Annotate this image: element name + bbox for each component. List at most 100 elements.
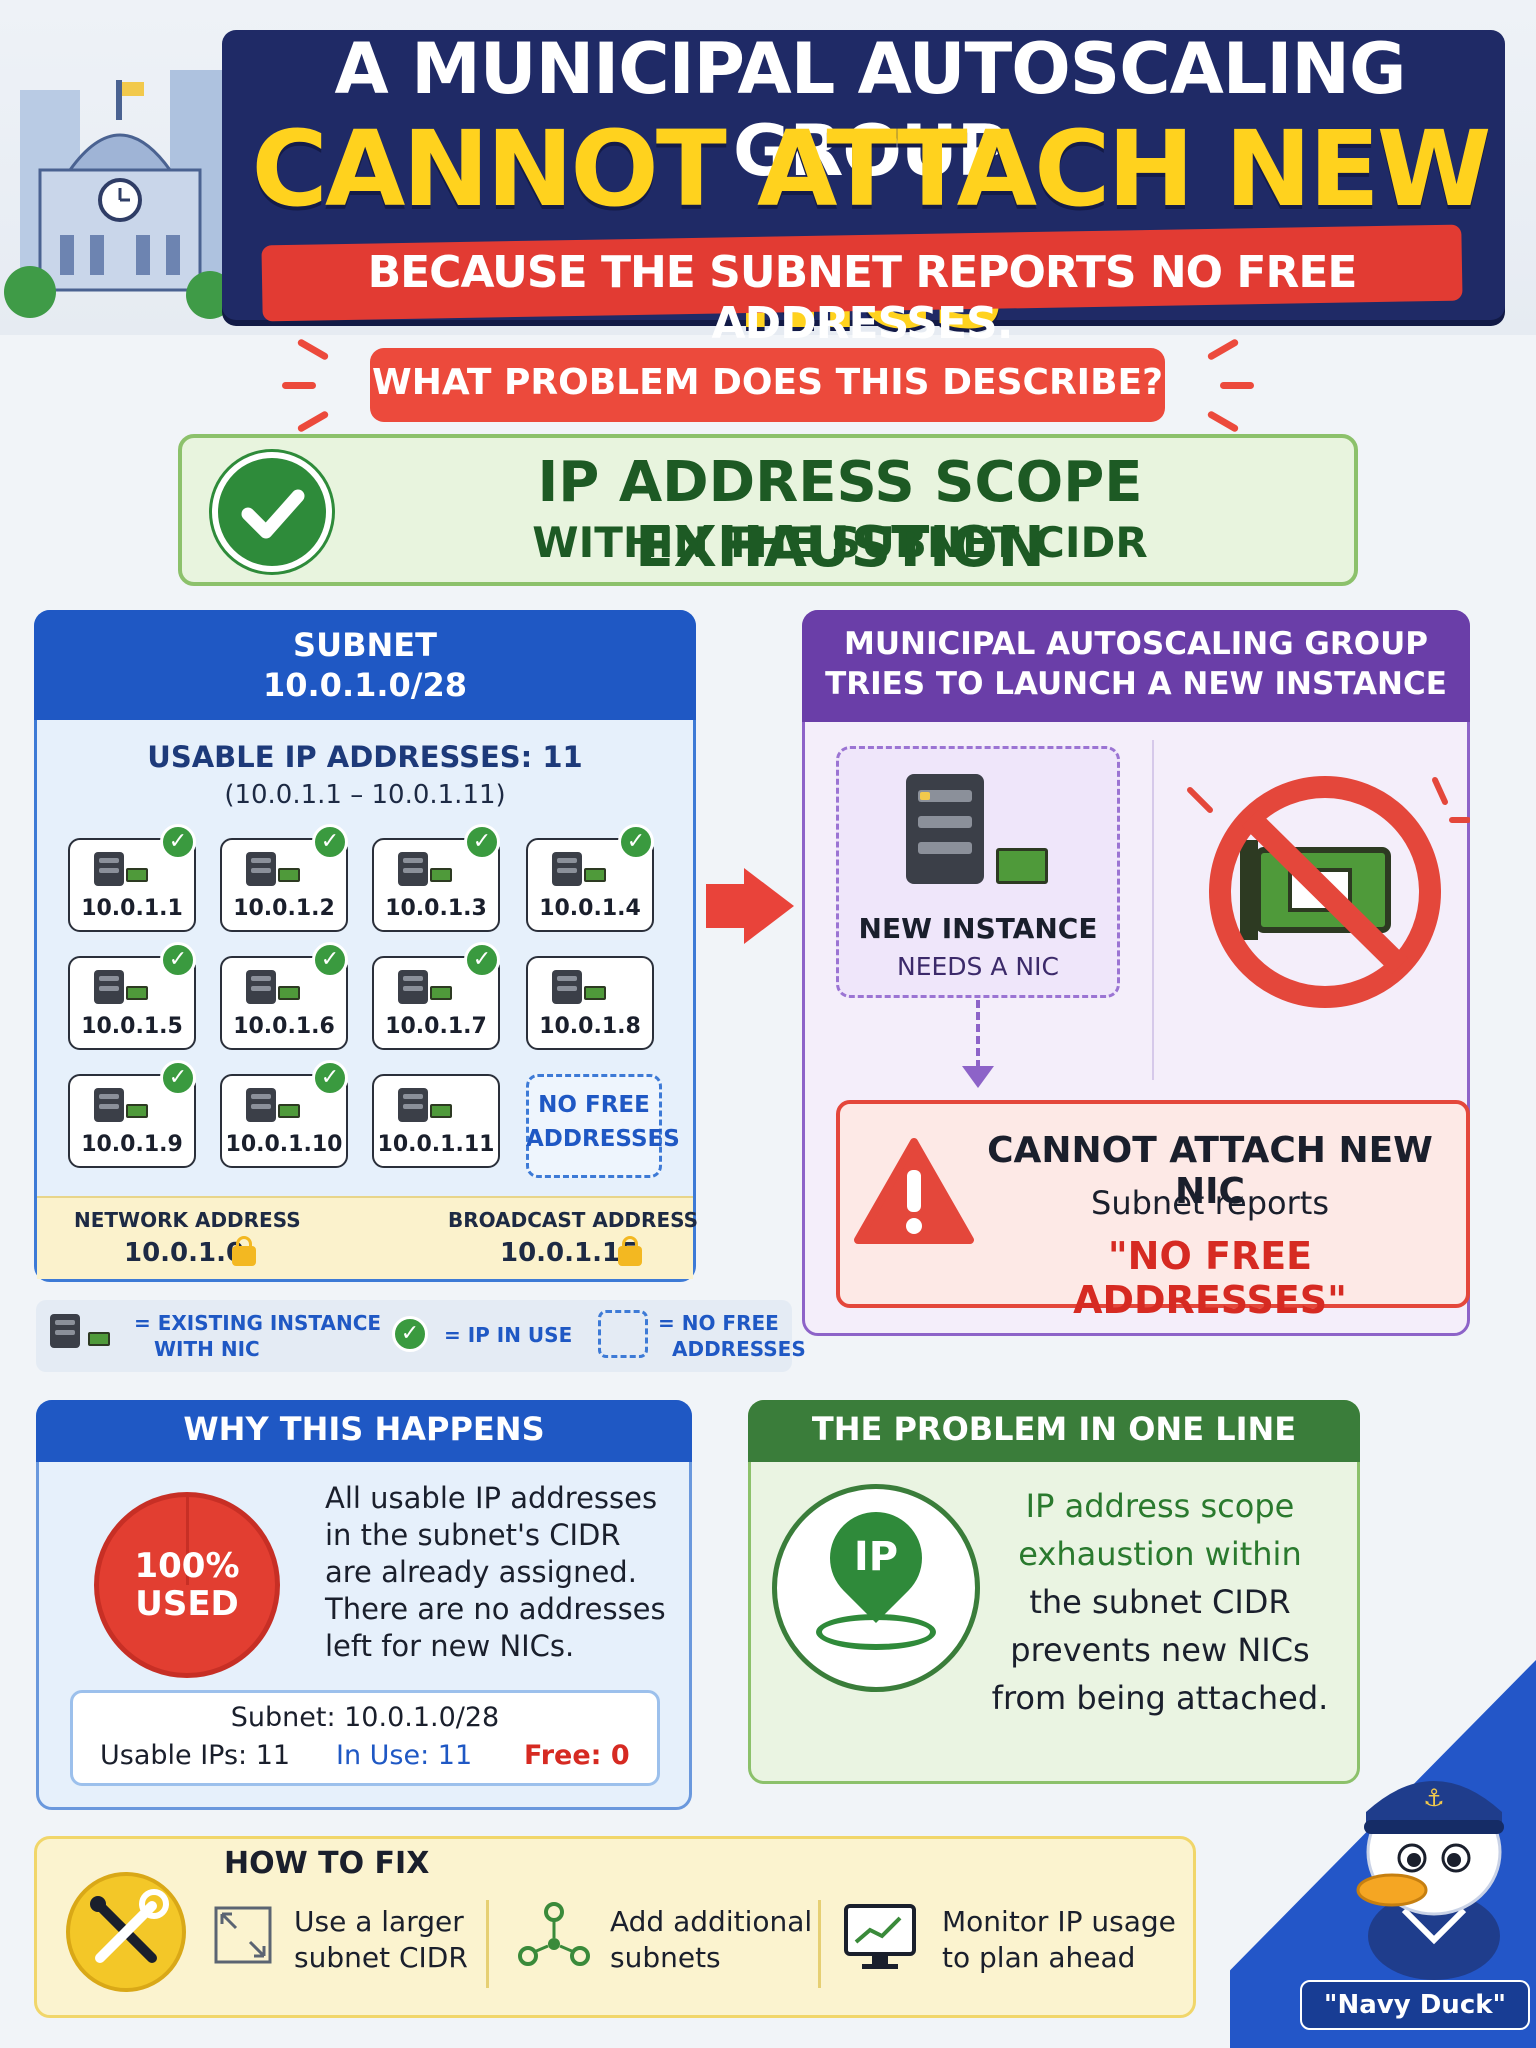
fix-item-add-subnets: Add additional subnets bbox=[610, 1904, 812, 1976]
ip-card bbox=[372, 1074, 500, 1168]
ip-card bbox=[372, 838, 500, 932]
burst-mark bbox=[296, 409, 330, 434]
legend-no-free-line1: = NO FREE bbox=[658, 1311, 779, 1335]
mascot-name-tag bbox=[1300, 1980, 1530, 2030]
nic-icon bbox=[278, 986, 300, 1000]
server-icon bbox=[94, 1088, 124, 1122]
server-icon bbox=[246, 970, 276, 1004]
lock-icon bbox=[618, 1236, 642, 1266]
fix-item-line: Use a larger bbox=[294, 1905, 464, 1938]
stat-subnet: Subnet: 10.0.1.0/28 bbox=[230, 1702, 500, 1733]
legend-instance-line1: = EXISTING INSTANCE bbox=[134, 1311, 382, 1335]
nic-icon bbox=[430, 868, 452, 882]
why-heading: WHY THIS HAPPENS bbox=[183, 1410, 545, 1448]
legend-no-free-line2: ADDRESSES bbox=[672, 1337, 806, 1361]
broadcast-address-value: 10.0.1.15 bbox=[500, 1238, 639, 1268]
new-instance-label: NEW INSTANCE bbox=[858, 912, 1098, 945]
nic-icon bbox=[278, 868, 300, 882]
why-text-line: There are no addresses bbox=[325, 1592, 666, 1626]
check-icon: ✓ bbox=[618, 824, 654, 860]
no-free-line1: NO FREE bbox=[538, 1092, 650, 1118]
dashed-arrow bbox=[976, 1000, 980, 1068]
question-pill bbox=[370, 348, 1165, 422]
warning-icon bbox=[854, 1138, 974, 1244]
ip-address-label: 10.0.1.9 bbox=[81, 1132, 183, 1157]
pin-label: IP bbox=[853, 1534, 899, 1580]
server-icon bbox=[50, 1314, 80, 1348]
one-line-text-line: from being attached. bbox=[991, 1679, 1329, 1717]
usage-label: USED bbox=[135, 1584, 239, 1624]
ip-address-label: 10.0.1.7 bbox=[385, 1014, 487, 1039]
server-icon bbox=[552, 852, 582, 886]
one-line-text: IP address scope exhaustion within the s… bbox=[990, 1482, 1330, 1722]
stat-free: Free: 0 bbox=[524, 1740, 630, 1771]
legend-in-use: = IP IN USE bbox=[444, 1323, 573, 1347]
network-nodes-icon bbox=[518, 1902, 590, 1966]
nic-icon bbox=[584, 986, 606, 1000]
one-line-text-line: the subnet CIDR bbox=[1029, 1583, 1291, 1621]
nic-icon bbox=[430, 1104, 452, 1118]
fix-item-monitor: Monitor IP usage to plan ahead bbox=[942, 1904, 1176, 1976]
arrow-right-icon-head bbox=[744, 868, 794, 944]
burst-mark bbox=[1220, 382, 1254, 389]
server-icon bbox=[398, 970, 428, 1004]
server-icon bbox=[906, 774, 984, 884]
question-text: WHAT PROBLEM DOES THIS DESCRIBE? bbox=[372, 362, 1163, 403]
network-address-label: NETWORK ADDRESS bbox=[74, 1208, 301, 1232]
fix-item-line: subnets bbox=[610, 1941, 721, 1974]
divider bbox=[486, 1900, 489, 1988]
answer-box bbox=[178, 434, 1358, 586]
server-icon bbox=[246, 1088, 276, 1122]
burst-mark bbox=[1206, 409, 1240, 434]
why-header bbox=[36, 1400, 692, 1462]
check-icon: ✓ bbox=[464, 942, 500, 978]
nic-icon bbox=[88, 1332, 110, 1346]
tools-icon bbox=[66, 1872, 186, 1992]
lock-icon bbox=[232, 1236, 256, 1266]
burst-mark bbox=[282, 382, 316, 389]
server-icon bbox=[94, 852, 124, 886]
navy-duck-mascot: ⚓ bbox=[1356, 1781, 1504, 1980]
ip-address-label: 10.0.1.1 bbox=[81, 896, 183, 921]
answer-subtitle: WITHIN THE SUBNET CIDR bbox=[532, 518, 1148, 567]
divider bbox=[818, 1900, 821, 1988]
subnet-header bbox=[34, 610, 696, 720]
answer-title: IP ADDRESS SCOPE EXHAUSTION bbox=[537, 450, 1143, 580]
ip-address-label: 10.0.1.2 bbox=[233, 896, 335, 921]
fix-item-line: subnet CIDR bbox=[294, 1941, 468, 1974]
ip-address-label: 10.0.1.6 bbox=[233, 1014, 335, 1039]
one-line-header bbox=[748, 1400, 1360, 1462]
no-nic-prohibited-icon bbox=[1187, 776, 1470, 1008]
nic-icon bbox=[126, 986, 148, 1000]
subnet-heading: SUBNET bbox=[293, 626, 437, 664]
address-band bbox=[37, 1196, 693, 1279]
no-free-addresses-slot bbox=[526, 1074, 662, 1178]
server-icon bbox=[94, 970, 124, 1004]
city-hall-illustration bbox=[4, 70, 234, 319]
check-icon: ✓ bbox=[312, 824, 348, 860]
fix-heading: HOW TO FIX bbox=[224, 1846, 430, 1881]
divider bbox=[1152, 740, 1154, 1080]
legend-instance-line2: WITH NIC bbox=[154, 1337, 260, 1361]
usable-ip-range: (10.0.1.1 – 10.0.1.11) bbox=[224, 780, 506, 810]
server-icon bbox=[398, 1088, 428, 1122]
stat-usable: Usable IPs: 11 bbox=[100, 1740, 291, 1771]
error-box bbox=[836, 1100, 1470, 1308]
svg-text:⚓: ⚓ bbox=[1423, 1784, 1445, 1812]
ip-address-label: 10.0.1.11 bbox=[377, 1132, 495, 1157]
stat-in-use: In Use: 11 bbox=[336, 1740, 473, 1771]
why-text-line: in the subnet's CIDR bbox=[325, 1518, 621, 1552]
ip-card bbox=[526, 956, 654, 1050]
ip-address-label: 10.0.1.10 bbox=[225, 1132, 343, 1157]
broadcast-address-label: BROADCAST ADDRESS bbox=[448, 1208, 699, 1232]
asg-heading-line1: MUNICIPAL AUTOSCALING GROUP bbox=[843, 626, 1428, 662]
dashed-arrow-head bbox=[962, 1066, 994, 1088]
fix-item-line: Add additional bbox=[610, 1905, 813, 1938]
check-icon: ✓ bbox=[392, 1316, 428, 1352]
mascot-name: "Navy Duck" bbox=[1323, 1990, 1507, 2020]
fix-item-line: Monitor IP usage bbox=[942, 1905, 1176, 1938]
asg-header bbox=[802, 610, 1470, 722]
usage-pie bbox=[94, 1492, 280, 1678]
nic-icon bbox=[430, 986, 452, 1000]
one-line-text-line: prevents new NICs bbox=[1010, 1631, 1310, 1669]
